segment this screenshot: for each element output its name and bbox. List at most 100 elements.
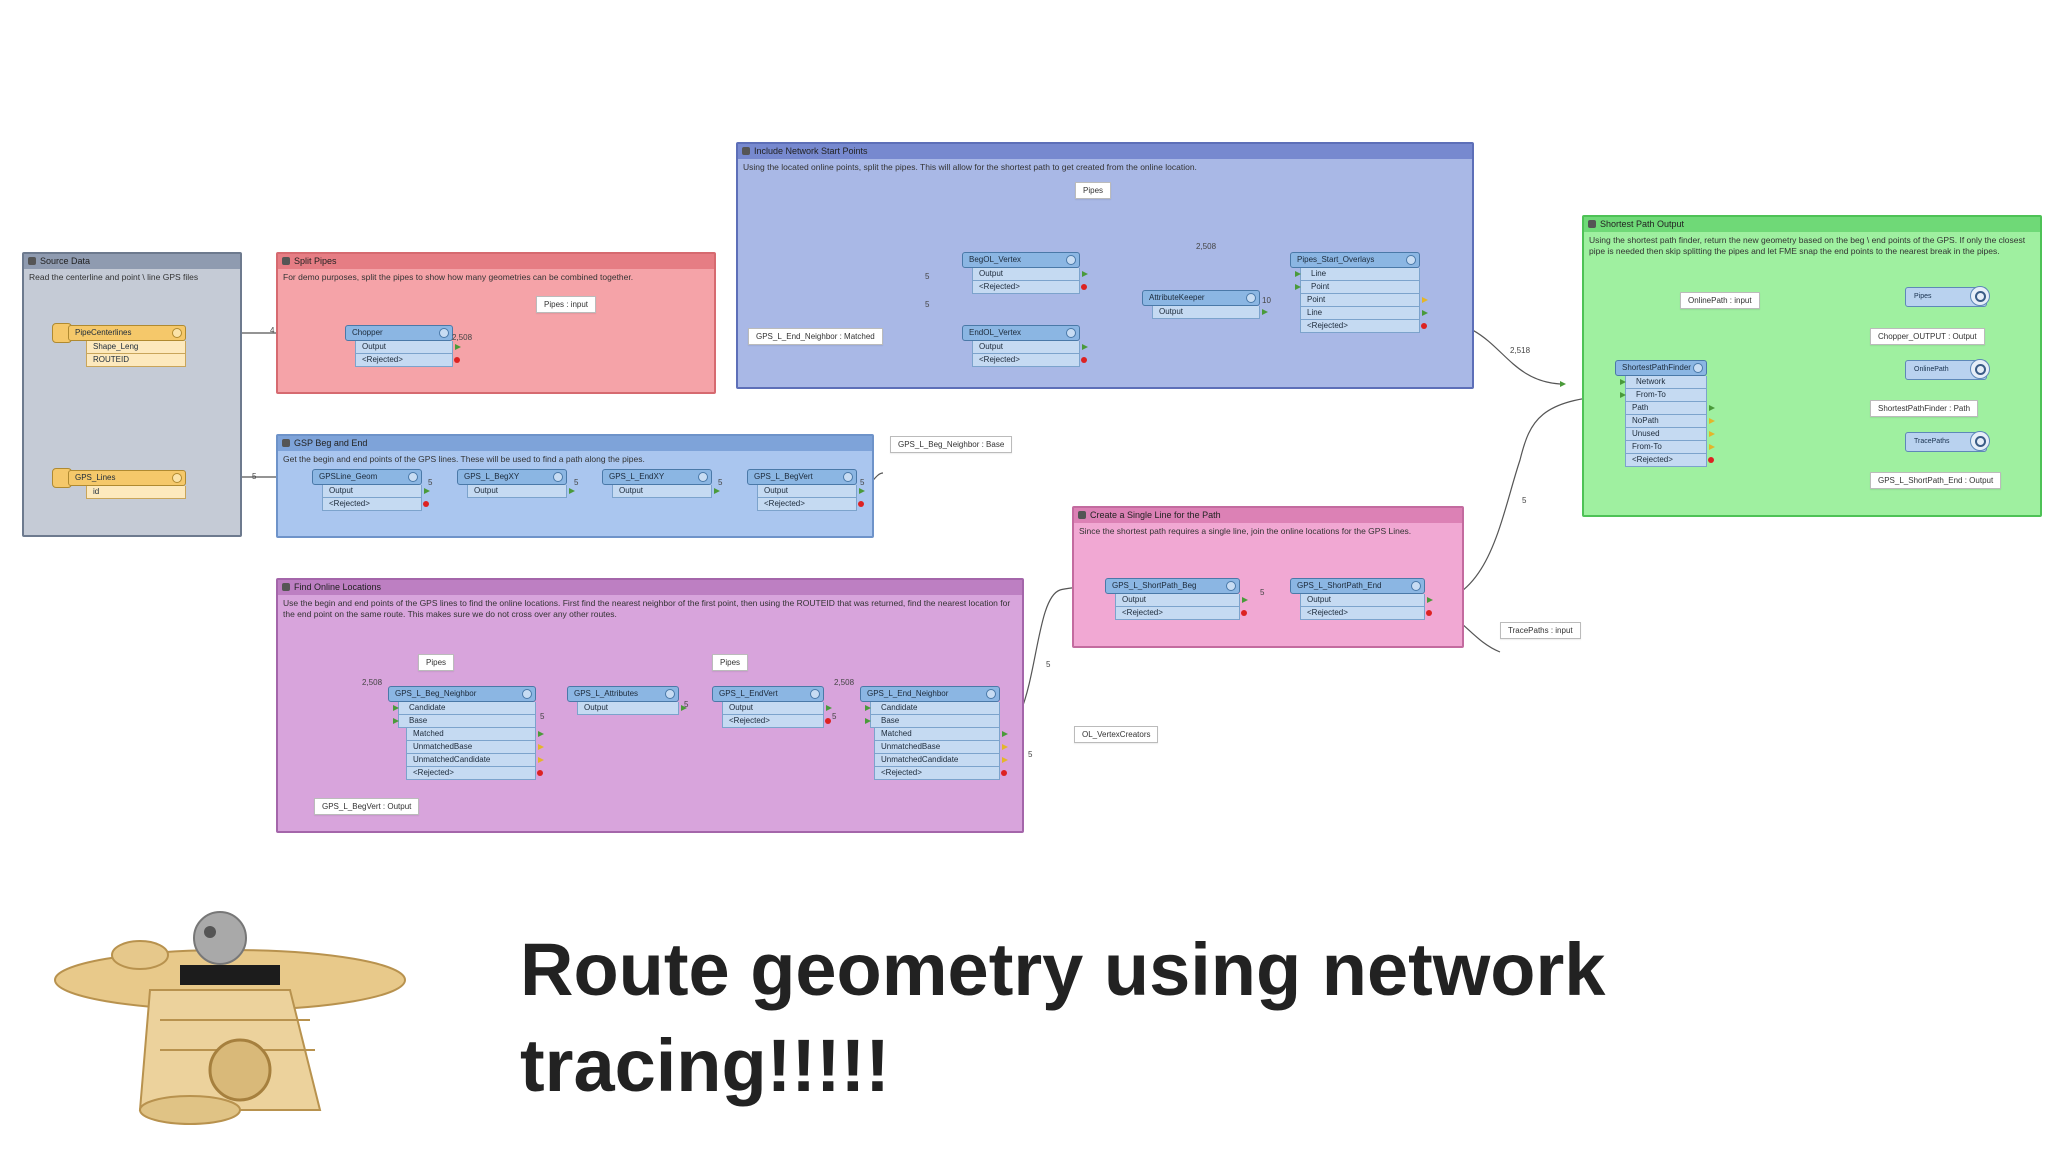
- input-port[interactable]: Point: [1295, 281, 1420, 294]
- transformer-begol-vertex[interactable]: BegOL_Vertex Output <Rejected>: [962, 252, 1088, 294]
- transformer-gps-l-shortpath-end[interactable]: GPS_L_ShortPath_End Output <Rejected>: [1290, 578, 1433, 620]
- magnifier-icon[interactable]: [1970, 431, 1990, 451]
- gear-icon[interactable]: [172, 328, 182, 338]
- fme-workspace-canvas[interactable]: Source Data Read the centerline and poin…: [0, 0, 2048, 880]
- rejected-port[interactable]: <Rejected>: [722, 715, 831, 728]
- output-port[interactable]: Output: [1152, 306, 1268, 319]
- gear-icon[interactable]: [698, 472, 708, 482]
- magnifier-icon[interactable]: [1970, 286, 1990, 306]
- gear-icon[interactable]: [1411, 581, 1421, 591]
- transformer-gps-l-shortpath-beg[interactable]: GPS_L_ShortPath_Beg Output <Rejected>: [1105, 578, 1248, 620]
- transformer-shortestpathfinder[interactable]: ShortestPathFinder Network From-To Path …: [1615, 360, 1715, 467]
- input-port[interactable]: Network: [1620, 376, 1707, 389]
- gear-icon[interactable]: [1693, 363, 1703, 373]
- input-port[interactable]: Base: [865, 715, 1000, 728]
- reader-gps-lines[interactable]: GPS_Lines id: [52, 468, 186, 499]
- gear-icon[interactable]: [1406, 255, 1416, 265]
- gear-icon[interactable]: [810, 689, 820, 699]
- transformer-gps-l-endxy[interactable]: GPS_L_EndXY Output: [602, 469, 720, 498]
- transformer-name: GPS_L_EndXY: [602, 469, 712, 485]
- output-port[interactable]: Output: [355, 341, 461, 354]
- annotation-begvert-output: GPS_L_BegVert : Output: [314, 798, 420, 815]
- transformer-gps-l-begxy[interactable]: GPS_L_BegXY Output: [457, 469, 575, 498]
- output-port[interactable]: Output: [972, 268, 1088, 281]
- rejected-dot-icon: [423, 501, 429, 507]
- rejected-port[interactable]: <Rejected>: [1115, 607, 1247, 620]
- transformer-gpsline-geom[interactable]: GPSLine_Geom Output <Rejected>: [312, 469, 430, 511]
- bookmark-split-pipes[interactable]: Split Pipes For demo purposes, split the…: [276, 252, 716, 394]
- output-port[interactable]: Output: [612, 485, 720, 498]
- output-port[interactable]: Point: [1300, 294, 1428, 307]
- transformer-endol-vertex[interactable]: EndOL_Vertex Output <Rejected>: [962, 325, 1088, 367]
- rejected-port[interactable]: <Rejected>: [1300, 320, 1427, 333]
- gear-icon[interactable]: [408, 472, 418, 482]
- gear-icon[interactable]: [665, 689, 675, 699]
- gear-icon[interactable]: [522, 689, 532, 699]
- gear-icon[interactable]: [439, 328, 449, 338]
- output-port[interactable]: From-To: [1625, 441, 1715, 454]
- gear-icon[interactable]: [172, 473, 182, 483]
- output-port[interactable]: UnmatchedCandidate: [406, 754, 544, 767]
- gear-icon[interactable]: [1226, 581, 1236, 591]
- bookmark-icon: [1078, 511, 1086, 519]
- inspector-pipes[interactable]: Pipes: [1905, 286, 1990, 307]
- rejected-port[interactable]: <Rejected>: [874, 767, 1007, 780]
- output-port[interactable]: Output: [722, 702, 832, 715]
- output-port[interactable]: Matched: [406, 728, 544, 741]
- output-port[interactable]: NoPath: [1625, 415, 1715, 428]
- magnifier-icon[interactable]: [1970, 359, 1990, 379]
- annotation-pipes-b: Pipes: [712, 654, 749, 671]
- output-port[interactable]: Unused: [1625, 428, 1715, 441]
- output-port[interactable]: Output: [1115, 594, 1248, 607]
- gear-icon[interactable]: [843, 472, 853, 482]
- gear-icon[interactable]: [553, 472, 563, 482]
- output-port[interactable]: Output: [972, 341, 1088, 354]
- input-port[interactable]: Base: [393, 715, 536, 728]
- feature-count: 2,508: [834, 678, 855, 687]
- transformer-chopper[interactable]: Chopper Output <Rejected>: [345, 325, 461, 367]
- transformer-pipes-start-overlays[interactable]: Pipes_Start_Overlays Line Point Point Li…: [1290, 252, 1428, 333]
- output-port[interactable]: Output: [757, 485, 865, 498]
- reader-name: GPS_Lines: [68, 470, 186, 486]
- gear-icon[interactable]: [1066, 255, 1076, 265]
- reader-pipecenterlines[interactable]: PipeCenterlines Shape_Leng ROUTEID: [52, 323, 186, 367]
- rejected-port[interactable]: <Rejected>: [972, 354, 1087, 367]
- input-port[interactable]: From-To: [1620, 389, 1707, 402]
- output-port[interactable]: Output: [577, 702, 687, 715]
- input-port[interactable]: Candidate: [393, 702, 536, 715]
- rejected-port[interactable]: <Rejected>: [757, 498, 864, 511]
- output-port[interactable]: Line: [1300, 307, 1428, 320]
- output-port[interactable]: UnmatchedCandidate: [874, 754, 1008, 767]
- port-arrow-icon: [1709, 418, 1715, 424]
- gear-icon[interactable]: [1246, 293, 1256, 303]
- inspector-tracepaths[interactable]: TracePaths: [1905, 431, 1990, 452]
- transformer-gps-l-begvert[interactable]: GPS_L_BegVert Output <Rejected>: [747, 469, 865, 511]
- output-port[interactable]: Output: [322, 485, 430, 498]
- rejected-port[interactable]: <Rejected>: [1300, 607, 1432, 620]
- gear-icon[interactable]: [986, 689, 996, 699]
- output-port[interactable]: Output: [467, 485, 575, 498]
- output-port[interactable]: UnmatchedBase: [874, 741, 1008, 754]
- rejected-port[interactable]: <Rejected>: [972, 281, 1087, 294]
- input-port[interactable]: Line: [1295, 268, 1420, 281]
- transformer-attributekeeper[interactable]: AttributeKeeper Output: [1142, 290, 1268, 319]
- transformer-gps-l-beg-neighbor[interactable]: GPS_L_Beg_Neighbor Candidate Base Matche…: [388, 686, 544, 780]
- rejected-port[interactable]: <Rejected>: [355, 354, 460, 367]
- output-port[interactable]: UnmatchedBase: [406, 741, 544, 754]
- port-arrow-icon: [1262, 309, 1268, 315]
- transformer-gps-l-endvert[interactable]: GPS_L_EndVert Output <Rejected>: [712, 686, 832, 728]
- transformer-gps-l-attributes[interactable]: GPS_L_Attributes Output: [567, 686, 687, 715]
- rejected-port[interactable]: <Rejected>: [322, 498, 429, 511]
- input-port[interactable]: Candidate: [865, 702, 1000, 715]
- port-arrow-icon: [538, 744, 544, 750]
- rejected-port[interactable]: <Rejected>: [1625, 454, 1714, 467]
- rejected-port[interactable]: <Rejected>: [406, 767, 543, 780]
- transformer-gps-l-end-neighbor[interactable]: GPS_L_End_Neighbor Candidate Base Matche…: [860, 686, 1008, 780]
- output-port[interactable]: Path: [1625, 402, 1715, 415]
- inspector-onlinepath[interactable]: OnlinePath: [1905, 359, 1990, 380]
- bookmark-create-single-line[interactable]: Create a Single Line for the Path Since …: [1072, 506, 1464, 648]
- output-port[interactable]: Output: [1300, 594, 1433, 607]
- feature-count: 5: [860, 478, 865, 487]
- output-port[interactable]: Matched: [874, 728, 1008, 741]
- gear-icon[interactable]: [1066, 328, 1076, 338]
